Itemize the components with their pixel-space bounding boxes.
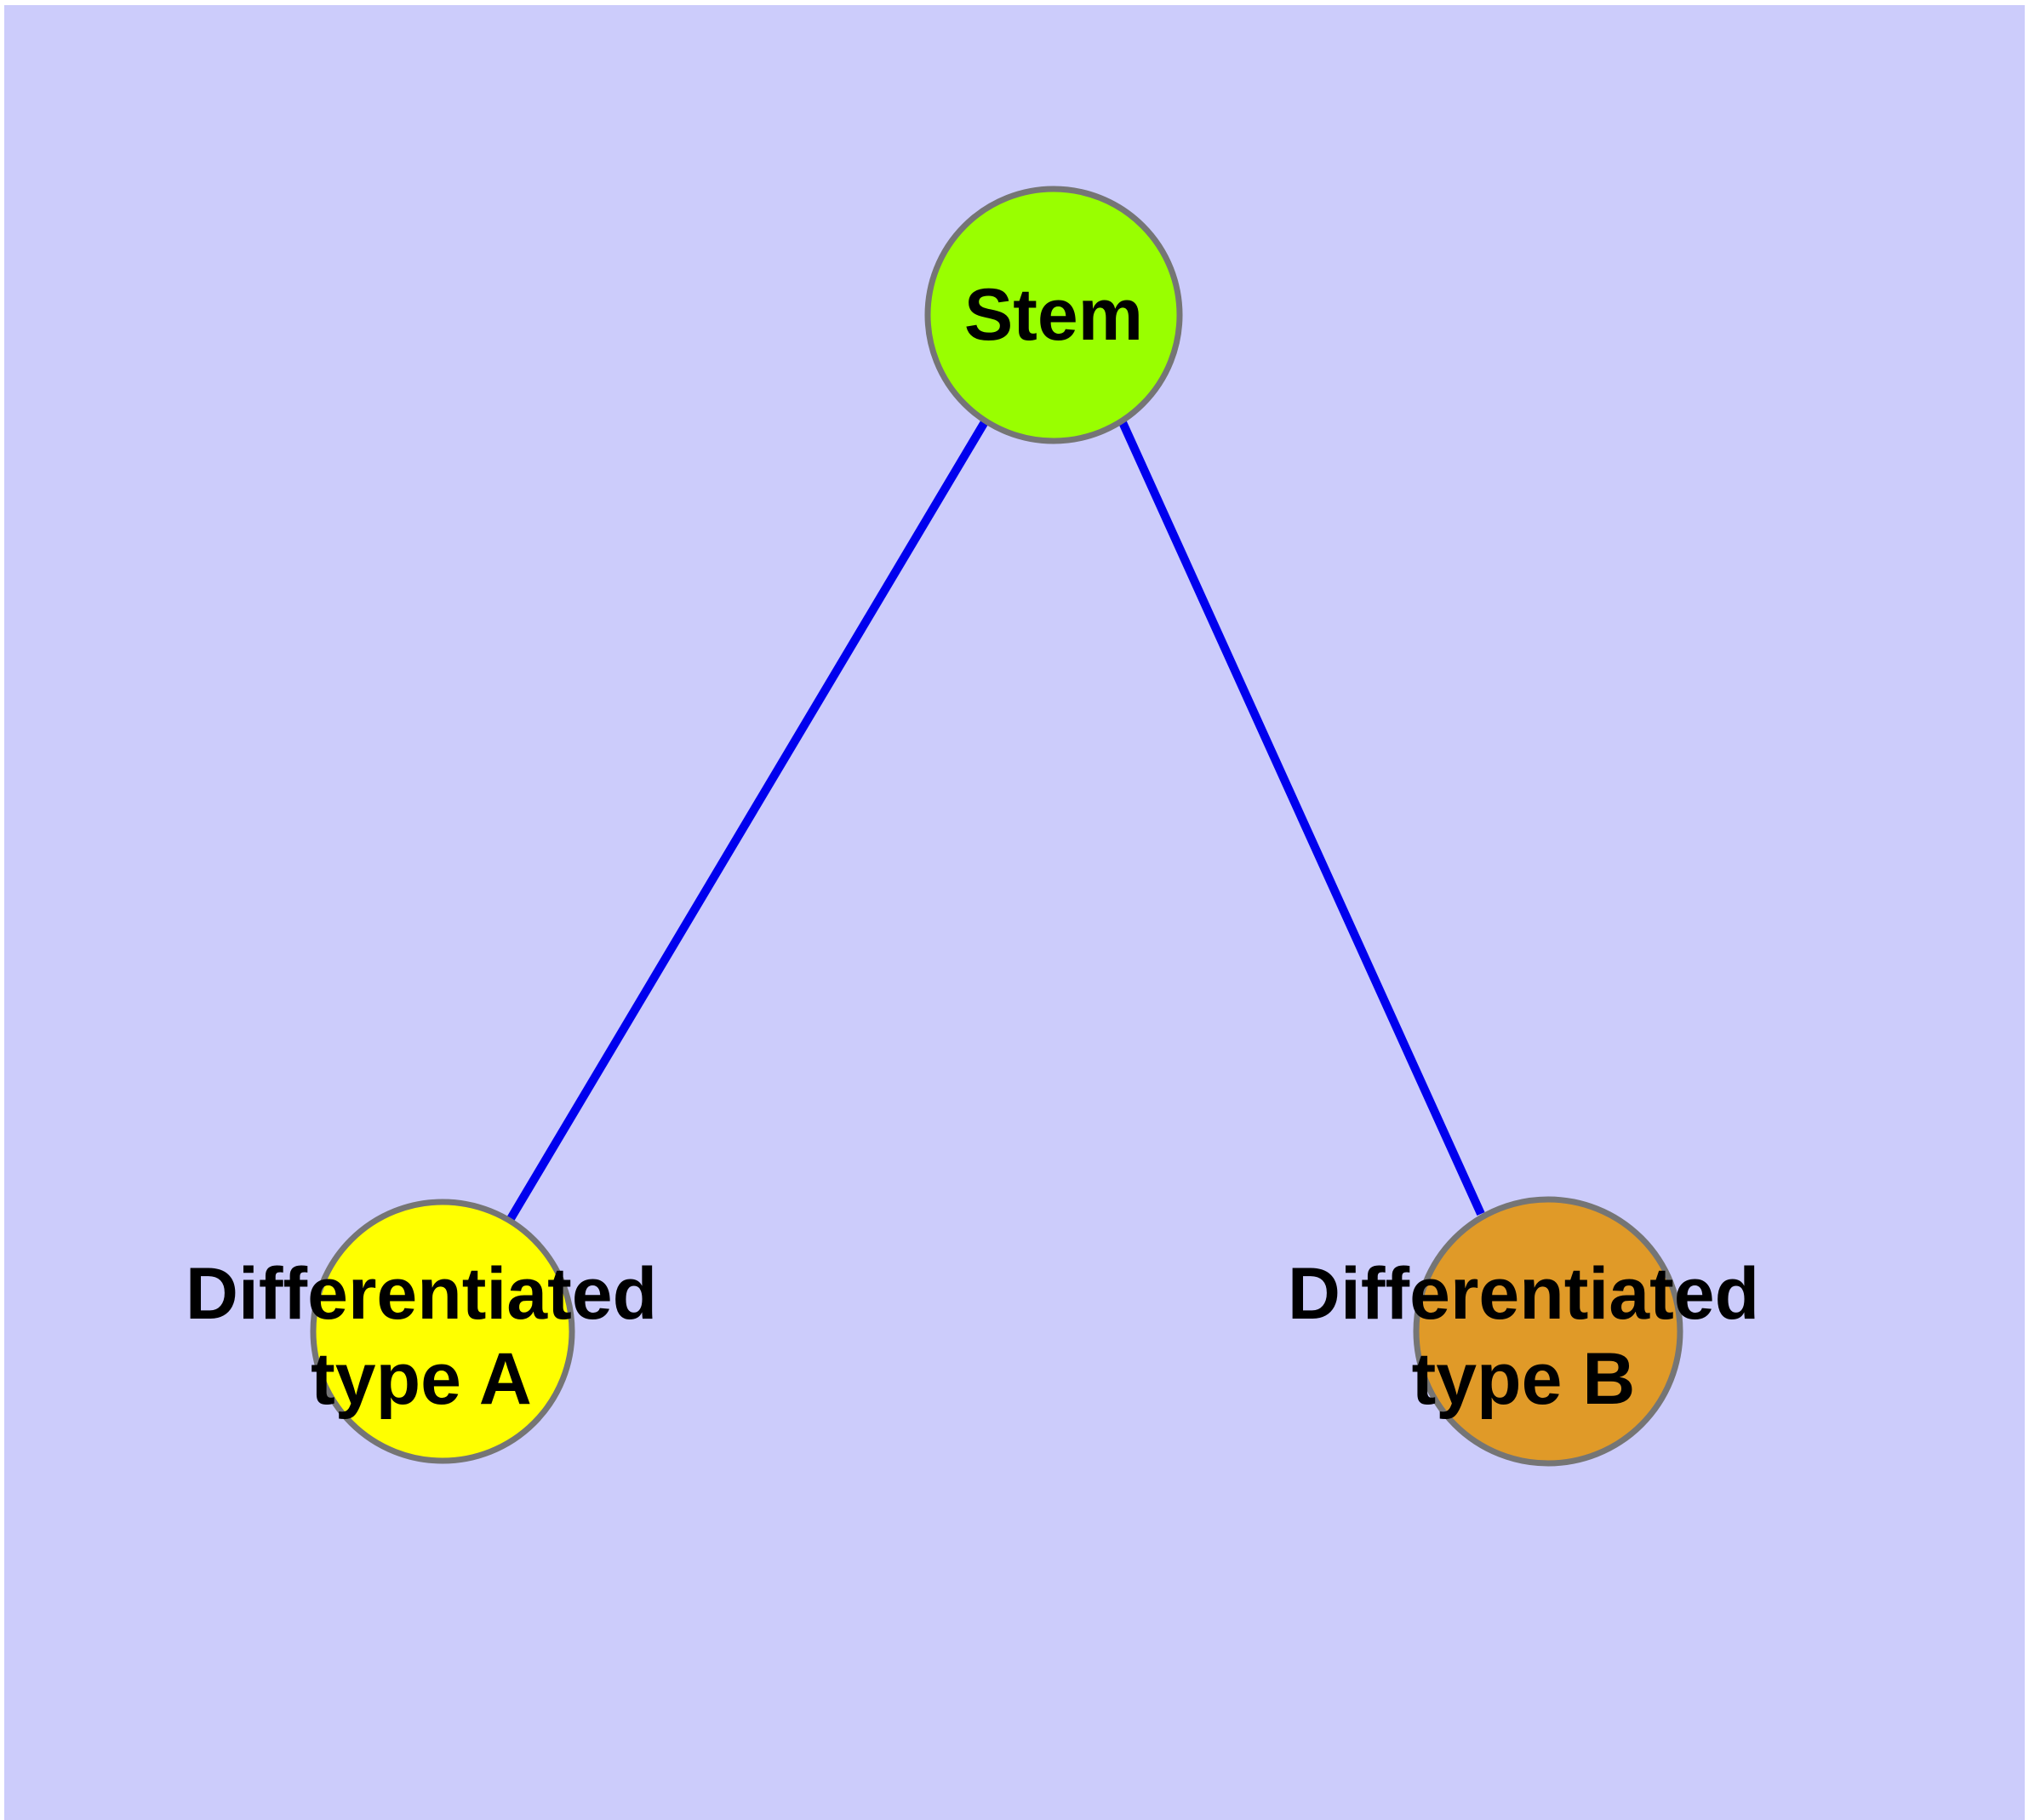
node-differentiated-type-b-label-line1: Differentiated	[1288, 1253, 1759, 1335]
node-differentiated-type-b-circle[interactable]	[1413, 1196, 1683, 1467]
node-differentiated-type-a[interactable]: Differentiated type A	[186, 1199, 657, 1464]
node-differentiated-type-b-label-line2: type B	[1412, 1338, 1636, 1420]
edge-stem-to-differentiated-type-b[interactable]	[1117, 418, 1485, 1216]
node-stem-label: Stem	[964, 274, 1143, 356]
node-differentiated-type-a-label-line2: type A	[311, 1338, 532, 1420]
edge-stem-to-differentiated-type-a[interactable]	[505, 418, 990, 1224]
node-differentiated-type-b[interactable]: Differentiated type B	[1288, 1196, 1759, 1467]
node-stem-circle[interactable]	[924, 186, 1183, 444]
node-stem[interactable]: Stem	[924, 186, 1183, 444]
node-differentiated-type-a-circle[interactable]	[310, 1199, 575, 1464]
node-differentiated-type-a-label-line1: Differentiated	[186, 1253, 657, 1335]
graph-edges	[505, 418, 1485, 1224]
